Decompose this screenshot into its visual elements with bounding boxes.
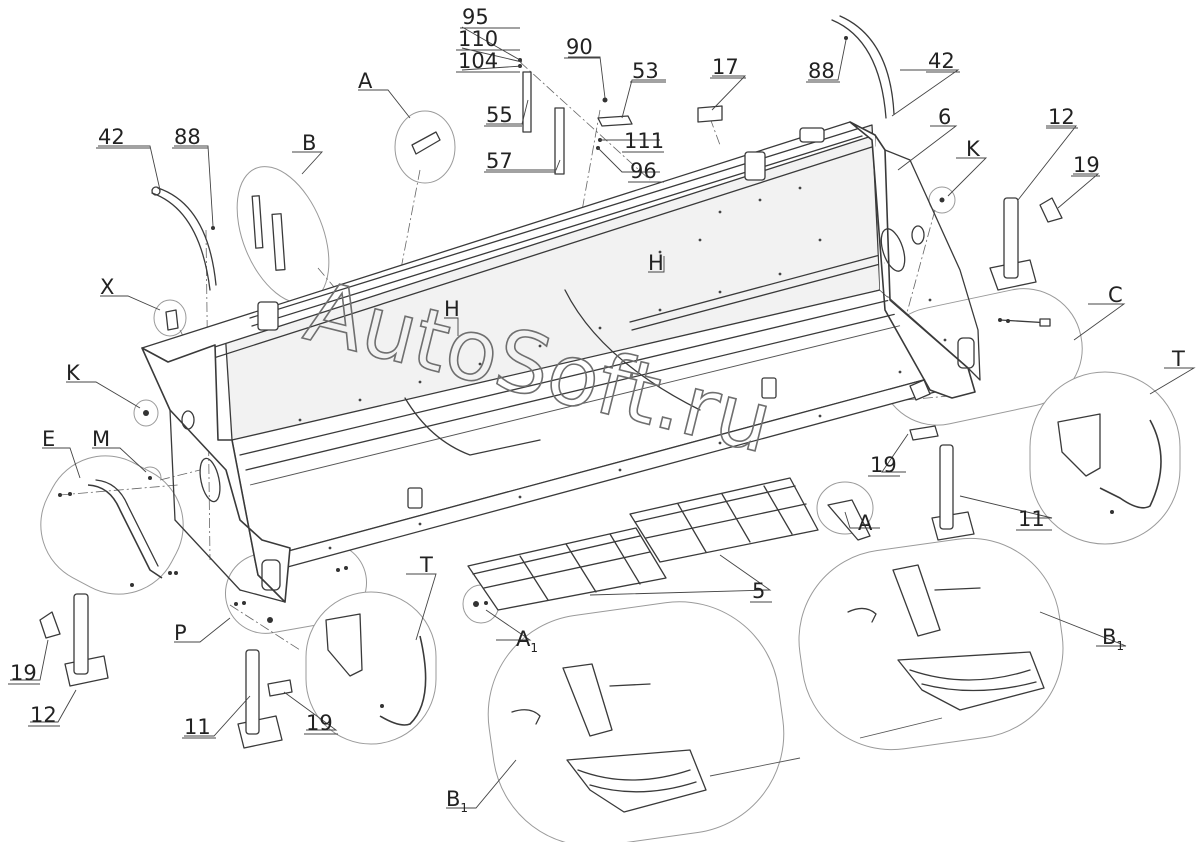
part-57	[554, 107, 565, 175]
callout-53: 53	[632, 59, 659, 83]
callout-88-right: 88	[808, 59, 835, 83]
back-wall	[225, 125, 880, 440]
part-e-bar	[87, 484, 163, 579]
part-t-left-rod	[379, 635, 427, 726]
callout-88-left: 88	[174, 125, 201, 149]
callout-m: M	[92, 427, 110, 451]
callout-c: C	[1108, 283, 1123, 307]
trough-curve-left	[404, 397, 541, 456]
front-beam	[255, 368, 972, 575]
callout-e: E	[42, 427, 55, 451]
right-side-panel	[850, 122, 975, 398]
callout-labels: 95 110 104 90 53 55 57 111 96 17 88 42 6…	[10, 5, 1185, 815]
bubble-t-right	[1029, 371, 1181, 545]
part-t-right-rod	[1099, 419, 1162, 509]
part-11-left-base	[237, 715, 283, 749]
callout-42-left: 42	[98, 125, 125, 149]
callout-12-right: 12	[1048, 105, 1075, 129]
part-b1-right	[847, 564, 1045, 739]
callout-underlines	[8, 27, 1100, 739]
part-5-grates	[467, 477, 819, 611]
rivet-dots	[298, 186, 947, 550]
callout-a-top: A	[358, 69, 373, 93]
callout-11-left: 11	[184, 715, 211, 739]
callout-a-mid: A	[858, 511, 873, 535]
part-t-right-plate	[1057, 413, 1101, 477]
top-beam	[142, 122, 875, 362]
callout-90: 90	[566, 35, 593, 59]
header-frame	[141, 121, 981, 603]
callout-12-left: 12	[30, 703, 57, 727]
callout-95: 95	[462, 5, 489, 29]
part-53	[597, 115, 633, 127]
callout-96: 96	[630, 159, 657, 183]
callout-104: 104	[458, 49, 498, 73]
callout-b1-right: B1	[1102, 625, 1124, 653]
part-42-right	[831, 15, 895, 119]
part-42-left	[151, 187, 217, 291]
callout-42-right: 42	[928, 49, 955, 73]
callout-b-top: B	[302, 131, 316, 155]
callout-19-right: 19	[1073, 153, 1100, 177]
hardware-dots	[58, 36, 1114, 708]
callout-b1-left: B1	[446, 787, 468, 815]
callout-6: 6	[938, 105, 951, 129]
exploded-parts	[39, 15, 1162, 813]
callout-111: 111	[624, 129, 664, 153]
callout-k-right: K	[966, 137, 981, 161]
callout-t-left: T	[419, 553, 433, 577]
callout-17: 17	[712, 55, 739, 79]
left-side-panel	[142, 345, 290, 602]
callout-h-mid: H	[444, 297, 460, 321]
trough-curve-mid	[564, 289, 701, 411]
callout-19-mid: 19	[870, 453, 897, 477]
callout-57: 57	[486, 149, 513, 173]
callout-110: 110	[458, 27, 498, 51]
callout-a1: A1	[516, 627, 538, 655]
callout-t-right: T	[1171, 347, 1185, 371]
callout-leaders	[10, 26, 1196, 809]
callout-19-left: 19	[10, 661, 37, 685]
callout-19-bottom: 19	[306, 711, 333, 735]
callout-55: 55	[486, 103, 513, 127]
part-17	[697, 105, 723, 123]
callout-p: P	[174, 621, 187, 645]
part-t-left-plate	[325, 613, 363, 677]
callout-h-left: H	[648, 251, 664, 275]
bubble-e	[40, 455, 184, 595]
bubble-b1-left	[487, 601, 785, 842]
part-b1-left	[511, 663, 801, 813]
bubble-b1-right	[798, 537, 1064, 751]
callout-5: 5	[752, 579, 765, 603]
part-55	[522, 71, 532, 133]
callout-k-left: K	[66, 361, 81, 385]
callout-x: X	[100, 275, 114, 299]
callout-11-right: 11	[1018, 507, 1045, 531]
